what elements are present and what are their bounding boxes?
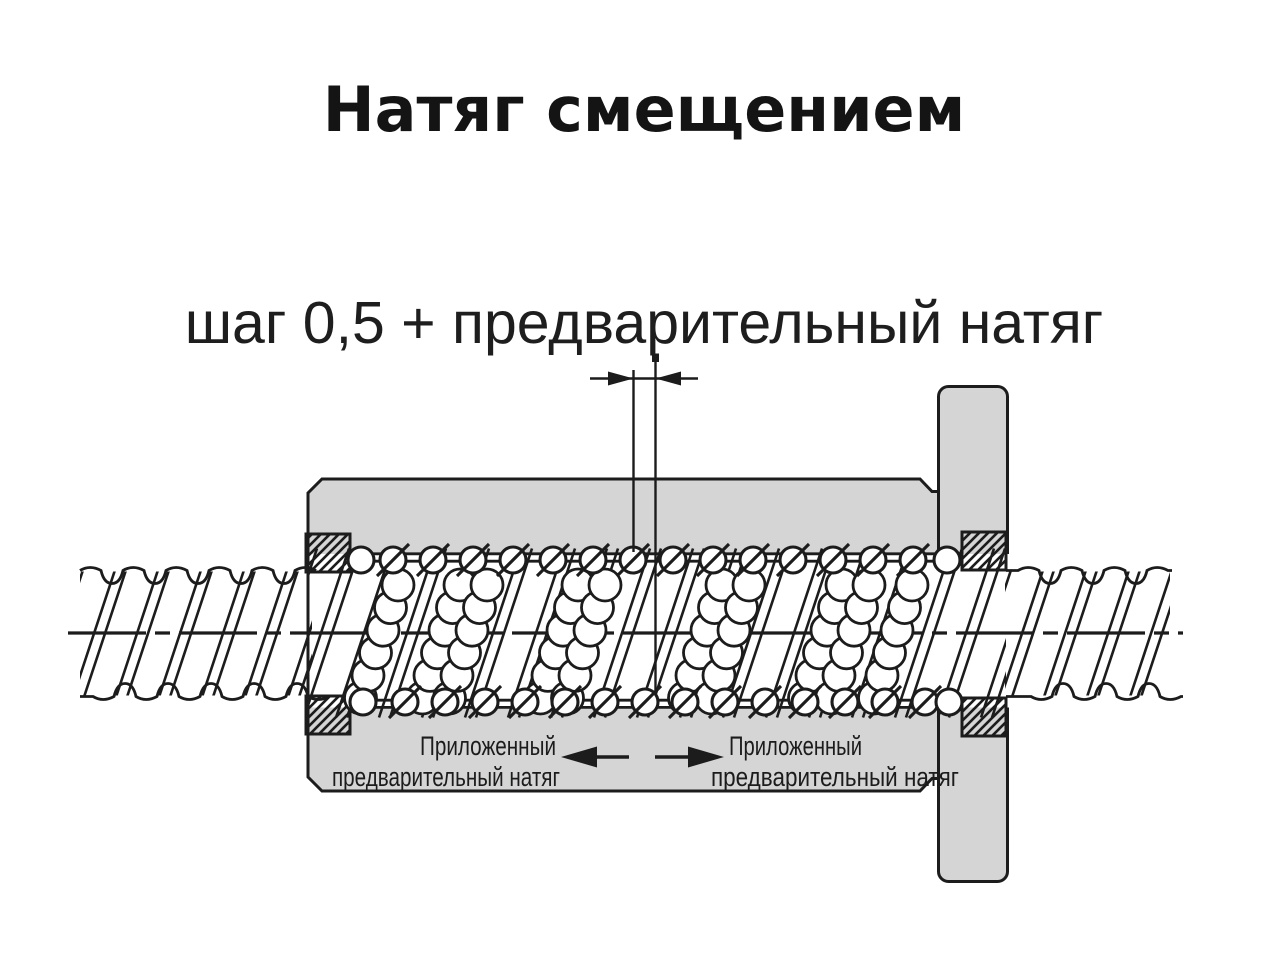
preload-arrow-right-icon — [688, 746, 724, 768]
page-title: Натяг смещением — [322, 73, 966, 146]
preload-arrow-left-icon — [561, 746, 597, 768]
preload-right-label-line2: предварительный натяг — [711, 762, 959, 792]
screw-outline-left — [79, 566, 330, 701]
offset-formula-label: шаг 0,5 + предварительный натяг — [184, 290, 1104, 356]
dimension-tick — [652, 353, 659, 362]
seal-top-right — [960, 530, 1008, 572]
seal-bottom-right — [960, 696, 1008, 738]
preload-right-label-line1: Приложенный — [729, 731, 862, 761]
ball-rows — [346, 542, 964, 720]
preload-left-label-line1: Приложенный — [420, 731, 556, 761]
seal-bottom-left — [304, 694, 352, 736]
offset-dimension-marker — [590, 353, 698, 694]
preload-annotation: Приложенный предварительный натяг Прилож… — [332, 731, 959, 792]
dimension-arrow-left-icon — [655, 371, 681, 386]
preload-left-label-line2: предварительный натяг — [332, 762, 560, 792]
seal-top-left — [304, 532, 352, 574]
dimension-arrow-right-icon — [608, 371, 634, 386]
screw-outline-right — [1006, 566, 1183, 701]
